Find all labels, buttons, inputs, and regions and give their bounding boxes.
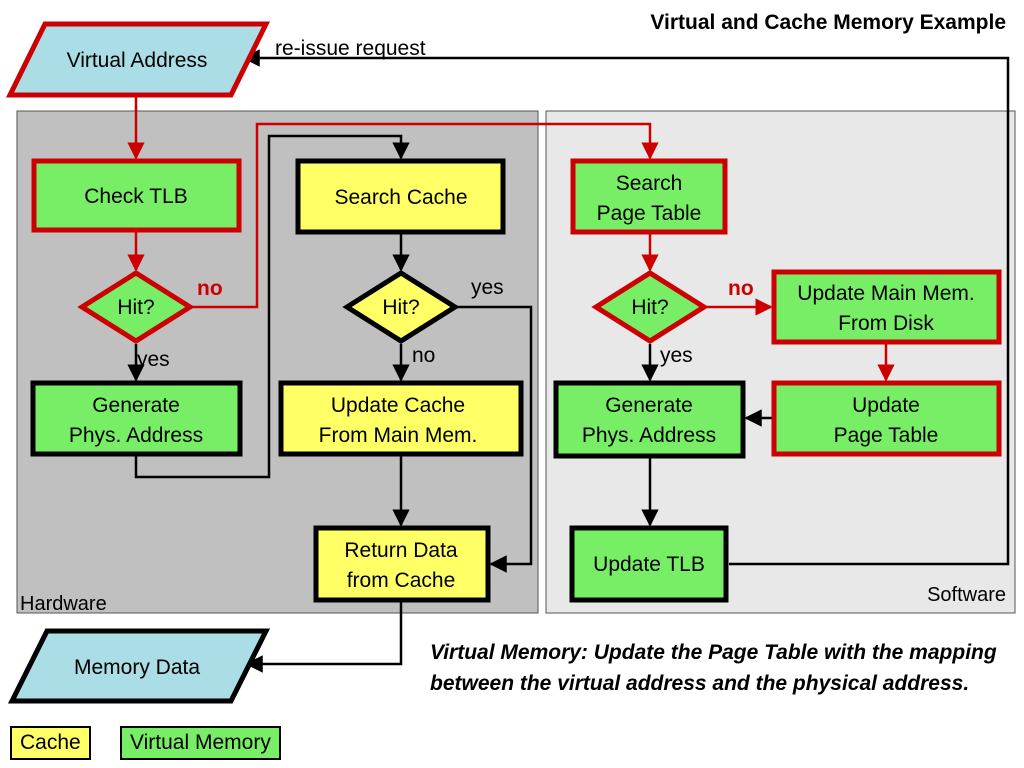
- return-data-line1: Return Data: [344, 539, 458, 562]
- generate-phys-address-hw-line1: Generate: [92, 394, 180, 417]
- update-cache-line2: From Main Mem.: [319, 424, 478, 447]
- tlb-yes-label: yes: [137, 348, 170, 371]
- return-data-node: Return Data from Cache: [313, 525, 491, 603]
- search-page-table-line2: Page Table: [597, 202, 702, 225]
- cache-no-label: no: [412, 344, 435, 367]
- update-tlb-label: Update TLB: [593, 553, 705, 576]
- edge-return-to-memory-data: [245, 600, 403, 673]
- tlb-no-label: no: [197, 277, 223, 300]
- check-tlb-node: Check TLB: [31, 158, 242, 233]
- return-data-line2: from Cache: [347, 569, 456, 592]
- edge-reissue-request: [242, 49, 1010, 566]
- search-page-table-node: Search Page Table: [570, 158, 728, 235]
- check-tlb-label: Check TLB: [84, 185, 188, 208]
- memory-data-label: Memory Data: [74, 656, 200, 679]
- generate-phys-address-hw-node: Generate Phys. Address: [30, 380, 243, 457]
- cache-yes-label: yes: [471, 276, 504, 299]
- generate-phys-address-sw-line2: Phys. Address: [582, 424, 716, 447]
- pt-yes-label: yes: [660, 344, 693, 367]
- memory-data-node: Memory Data: [7, 628, 271, 704]
- generate-phys-address-sw-line1: Generate: [605, 394, 693, 417]
- tlb-hit-decision: Hit?: [77, 270, 195, 344]
- edge-tlb-miss-to-page-table: [190, 122, 659, 309]
- generate-phys-address-sw-node: Generate Phys. Address: [553, 380, 746, 459]
- search-cache-label: Search Cache: [334, 186, 467, 209]
- update-main-mem-node: Update Main Mem. From Disk: [771, 269, 1002, 345]
- hardware-region-label: Hardware: [20, 593, 107, 615]
- edge-gen-phys-to-search-cache: [134, 134, 410, 479]
- update-main-mem-line2: From Disk: [838, 312, 934, 335]
- update-page-table-line1: Update: [852, 394, 920, 417]
- page-table-hit-decision: Hit?: [591, 270, 709, 344]
- search-page-table-line1: Search: [616, 172, 683, 195]
- virtual-address-node: Virtual Address: [5, 21, 271, 98]
- update-cache-node: Update Cache From Main Mem.: [278, 380, 524, 457]
- reissue-request-label: re-issue request: [275, 37, 426, 60]
- virtual-address-label: Virtual Address: [67, 49, 208, 72]
- legend-cache: Cache: [10, 726, 91, 760]
- cache-hit-label: Hit?: [382, 296, 419, 319]
- update-main-mem-line1: Update Main Mem.: [797, 282, 974, 305]
- page-table-hit-label: Hit?: [631, 296, 668, 319]
- diagram-title: Virtual and Cache Memory Example: [650, 11, 1006, 34]
- search-cache-node: Search Cache: [295, 158, 506, 235]
- virtual-memory-note: Virtual Memory: Update the Page Table wi…: [430, 641, 997, 695]
- legend-virtual-memory: Virtual Memory: [120, 726, 281, 760]
- generate-phys-address-hw-line2: Phys. Address: [69, 424, 203, 447]
- tlb-hit-label: Hit?: [117, 296, 154, 319]
- cache-hit-decision: Hit?: [342, 270, 460, 344]
- software-region-label: Software: [927, 584, 1006, 606]
- update-tlb-node: Update TLB: [569, 525, 729, 603]
- update-page-table-line2: Page Table: [834, 424, 939, 447]
- edge-cache-hit-to-return: [455, 305, 533, 573]
- update-cache-line1: Update Cache: [331, 394, 465, 417]
- update-page-table-node: Update Page Table: [771, 380, 1002, 457]
- pt-no-label: no: [728, 277, 754, 300]
